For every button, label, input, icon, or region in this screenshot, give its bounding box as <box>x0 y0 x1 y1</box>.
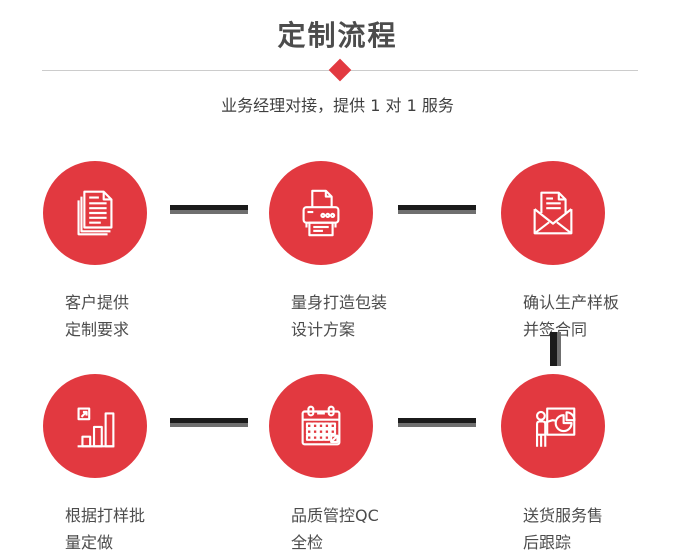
step-label: 量身打造包装 设计方案 <box>291 293 388 339</box>
connector-step1-step2 <box>170 205 248 214</box>
section-subtitle: 业务经理对接，提供 1 对 1 服务 <box>221 96 454 115</box>
step-label: 送货服务售 后跟踪 <box>523 506 604 550</box>
printer-icon <box>292 184 350 242</box>
presenter-icon <box>524 397 582 455</box>
connector-step3-step6 <box>550 332 561 366</box>
step-circle <box>269 161 373 265</box>
page-title: 定制流程 <box>277 19 398 52</box>
step-circle <box>43 374 147 478</box>
step-circle <box>501 161 605 265</box>
step-customer-requirements: 客户提供 定制要求 <box>43 161 203 343</box>
step-circle <box>269 374 373 478</box>
calendar-icon <box>292 397 350 455</box>
step-label: 客户提供 定制要求 <box>65 293 130 339</box>
step-circle <box>501 374 605 478</box>
bar-chart-icon <box>66 397 124 455</box>
connector-step2-step3 <box>398 205 476 214</box>
diamond-accent-icon <box>328 58 352 82</box>
step-confirm-sample-contract: 确认生产样板 并签合同 <box>501 161 661 343</box>
step-label: 根据打样批 量定做 <box>65 506 146 550</box>
envelope-icon <box>524 184 582 242</box>
connector-step4-step5 <box>170 418 248 427</box>
step-label: 品质管控QC 全检 <box>291 506 379 550</box>
step-batch-production: 根据打样批 量定做 <box>43 374 203 550</box>
connector-step5-step6 <box>398 418 476 427</box>
step-packaging-design: 量身打造包装 设计方案 <box>269 161 429 343</box>
step-quality-control: 品质管控QC 全检 <box>269 374 429 550</box>
documents-icon <box>66 184 124 242</box>
step-delivery-aftersales: 送货服务售 后跟踪 <box>501 374 661 550</box>
step-circle <box>43 161 147 265</box>
step-label: 确认生产样板 并签合同 <box>523 293 620 339</box>
